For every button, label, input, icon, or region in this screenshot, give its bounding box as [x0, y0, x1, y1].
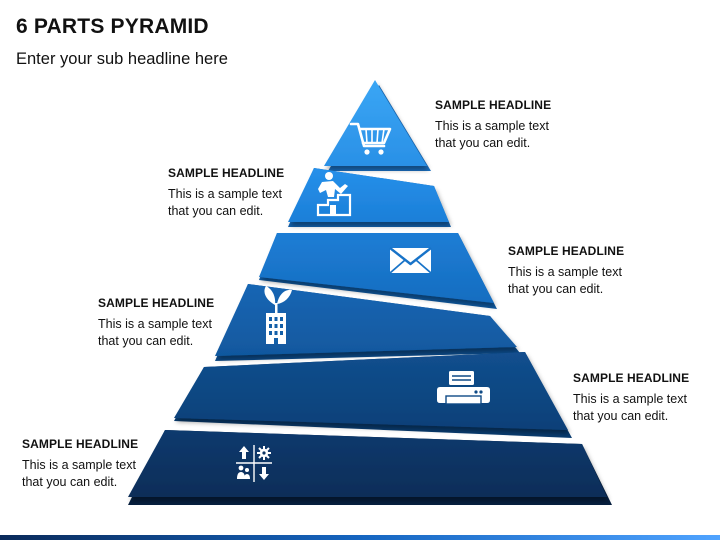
pyramid-tier-4	[215, 284, 520, 361]
callout-tier-1: SAMPLE HEADLINE This is a sample text th…	[435, 97, 560, 152]
callout-text: This is a sample text that you can edit.	[22, 458, 136, 489]
callout-headline: SAMPLE HEADLINE	[435, 98, 552, 112]
callout-tier-2: SAMPLE HEADLINE This is a sample text th…	[168, 165, 293, 220]
callout-headline: SAMPLE HEADLINE	[508, 244, 625, 258]
callout-tier-4: SAMPLE HEADLINE This is a sample text th…	[98, 295, 223, 350]
pyramid-tier-6	[128, 430, 612, 505]
printer-icon	[437, 371, 490, 405]
callout-headline: SAMPLE HEADLINE	[98, 296, 215, 310]
plant-building-icon	[264, 286, 292, 344]
callout-text: This is a sample text that you can edit.	[168, 187, 282, 218]
envelope-icon	[389, 247, 432, 274]
slide-subtitle: Enter your sub headline here	[16, 50, 228, 68]
callout-tier-6: SAMPLE HEADLINE This is a sample text th…	[22, 436, 147, 491]
pyramid-tier-3	[259, 233, 497, 309]
callout-text: This is a sample text that you can edit.	[508, 265, 622, 296]
callout-text: This is a sample text that you can edit.	[435, 119, 549, 150]
callout-headline: SAMPLE HEADLINE	[573, 371, 690, 385]
pyramid-tier-5	[174, 352, 572, 438]
callout-headline: SAMPLE HEADLINE	[22, 437, 139, 451]
slide-title: 6 PARTS PYRAMID	[16, 15, 209, 38]
bottom-accent-bar	[0, 535, 720, 540]
callout-tier-5: SAMPLE HEADLINE This is a sample text th…	[573, 370, 698, 425]
person-climbing-stairs-icon	[316, 172, 352, 217]
callout-tier-3: SAMPLE HEADLINE This is a sample text th…	[508, 243, 633, 298]
shopping-cart-icon	[349, 122, 392, 155]
pyramid-tier-2	[288, 168, 451, 227]
callout-headline: SAMPLE HEADLINE	[168, 166, 285, 180]
callout-text: This is a sample text that you can edit.	[573, 392, 687, 423]
pyramid-tier-1	[324, 80, 431, 171]
callout-text: This is a sample text that you can edit.	[98, 317, 212, 348]
strategy-grid-icon	[236, 445, 272, 482]
